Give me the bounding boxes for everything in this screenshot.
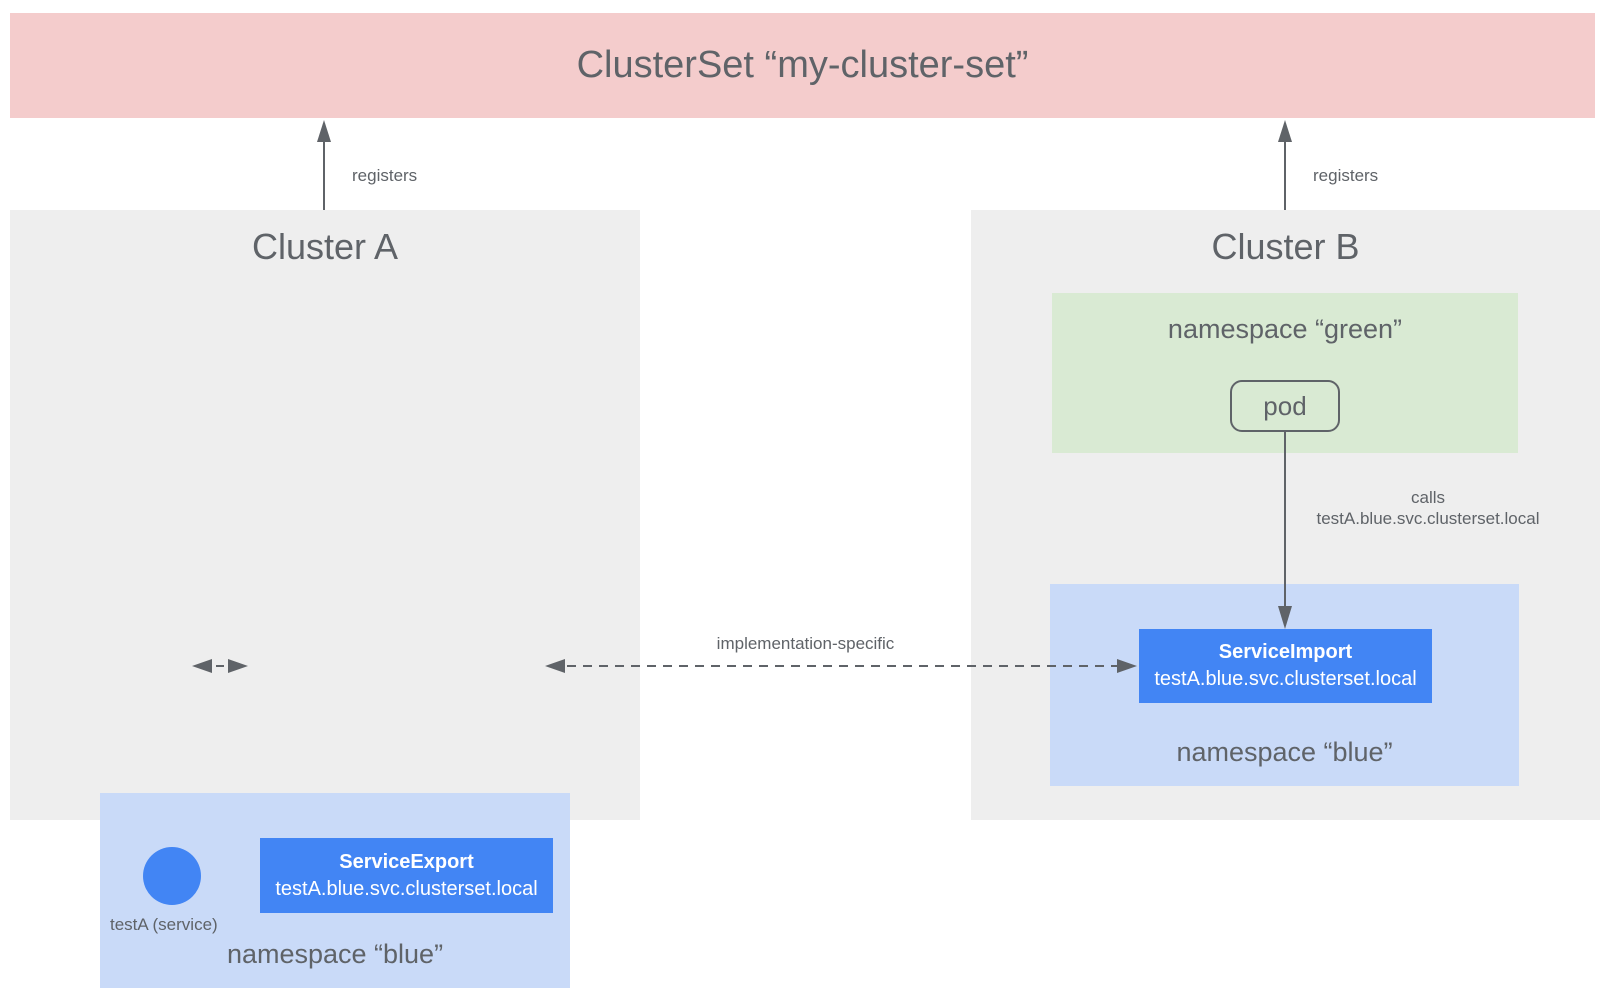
calls-target: testA.blue.svc.clusterset.local xyxy=(1316,509,1540,528)
service-import-kind: ServiceImport xyxy=(1218,641,1353,663)
clusterset-banner: ClusterSet “my-cluster-set” xyxy=(10,13,1595,118)
service-export-box: ServiceExport testA.blue.svc.clusterset.… xyxy=(260,838,553,913)
service-import-dns: testA.blue.svc.clusterset.local xyxy=(1154,668,1417,690)
registers-label-b: registers xyxy=(1313,166,1379,185)
clusterset-title: ClusterSet “my-cluster-set” xyxy=(576,44,1029,86)
calls-label: calls testA.blue.svc.clusterset.local xyxy=(1300,487,1556,529)
cluster-a-title: Cluster A xyxy=(251,226,399,267)
pod-box: pod xyxy=(1230,380,1340,432)
cluster-b-title: Cluster B xyxy=(1211,226,1360,267)
cluster-b-namespace-blue-box: ServiceImport testA.blue.svc.clusterset.… xyxy=(1050,584,1519,786)
cluster-a-namespace-blue-box: testA (service) ServiceExport testA.blue… xyxy=(100,793,570,988)
namespace-green-title: namespace “green” xyxy=(1167,314,1403,344)
registers-label-a: registers xyxy=(352,166,418,185)
testa-service-circle xyxy=(143,847,201,905)
pod-label: pod xyxy=(1263,390,1307,421)
testa-service-label: testA (service) xyxy=(110,915,218,934)
cluster-a-box: Cluster A testA (service) ServiceExport … xyxy=(10,210,640,988)
service-import-box: ServiceImport testA.blue.svc.clusterset.… xyxy=(1139,629,1432,703)
implementation-specific-label: implementation-specific xyxy=(716,634,895,653)
cluster-b-namespace-green-box: namespace “green” pod xyxy=(1052,293,1518,453)
registers-arrow-b xyxy=(1278,120,1292,210)
cluster-a-namespace-blue-title: namespace “blue” xyxy=(226,939,444,969)
calls-verb: calls xyxy=(1410,488,1445,507)
registers-arrow-a xyxy=(317,120,331,210)
cluster-b-namespace-blue-title: namespace “blue” xyxy=(1176,737,1393,767)
service-export-kind: ServiceExport xyxy=(339,850,474,873)
service-export-dns: testA.blue.svc.clusterset.local xyxy=(275,877,538,900)
